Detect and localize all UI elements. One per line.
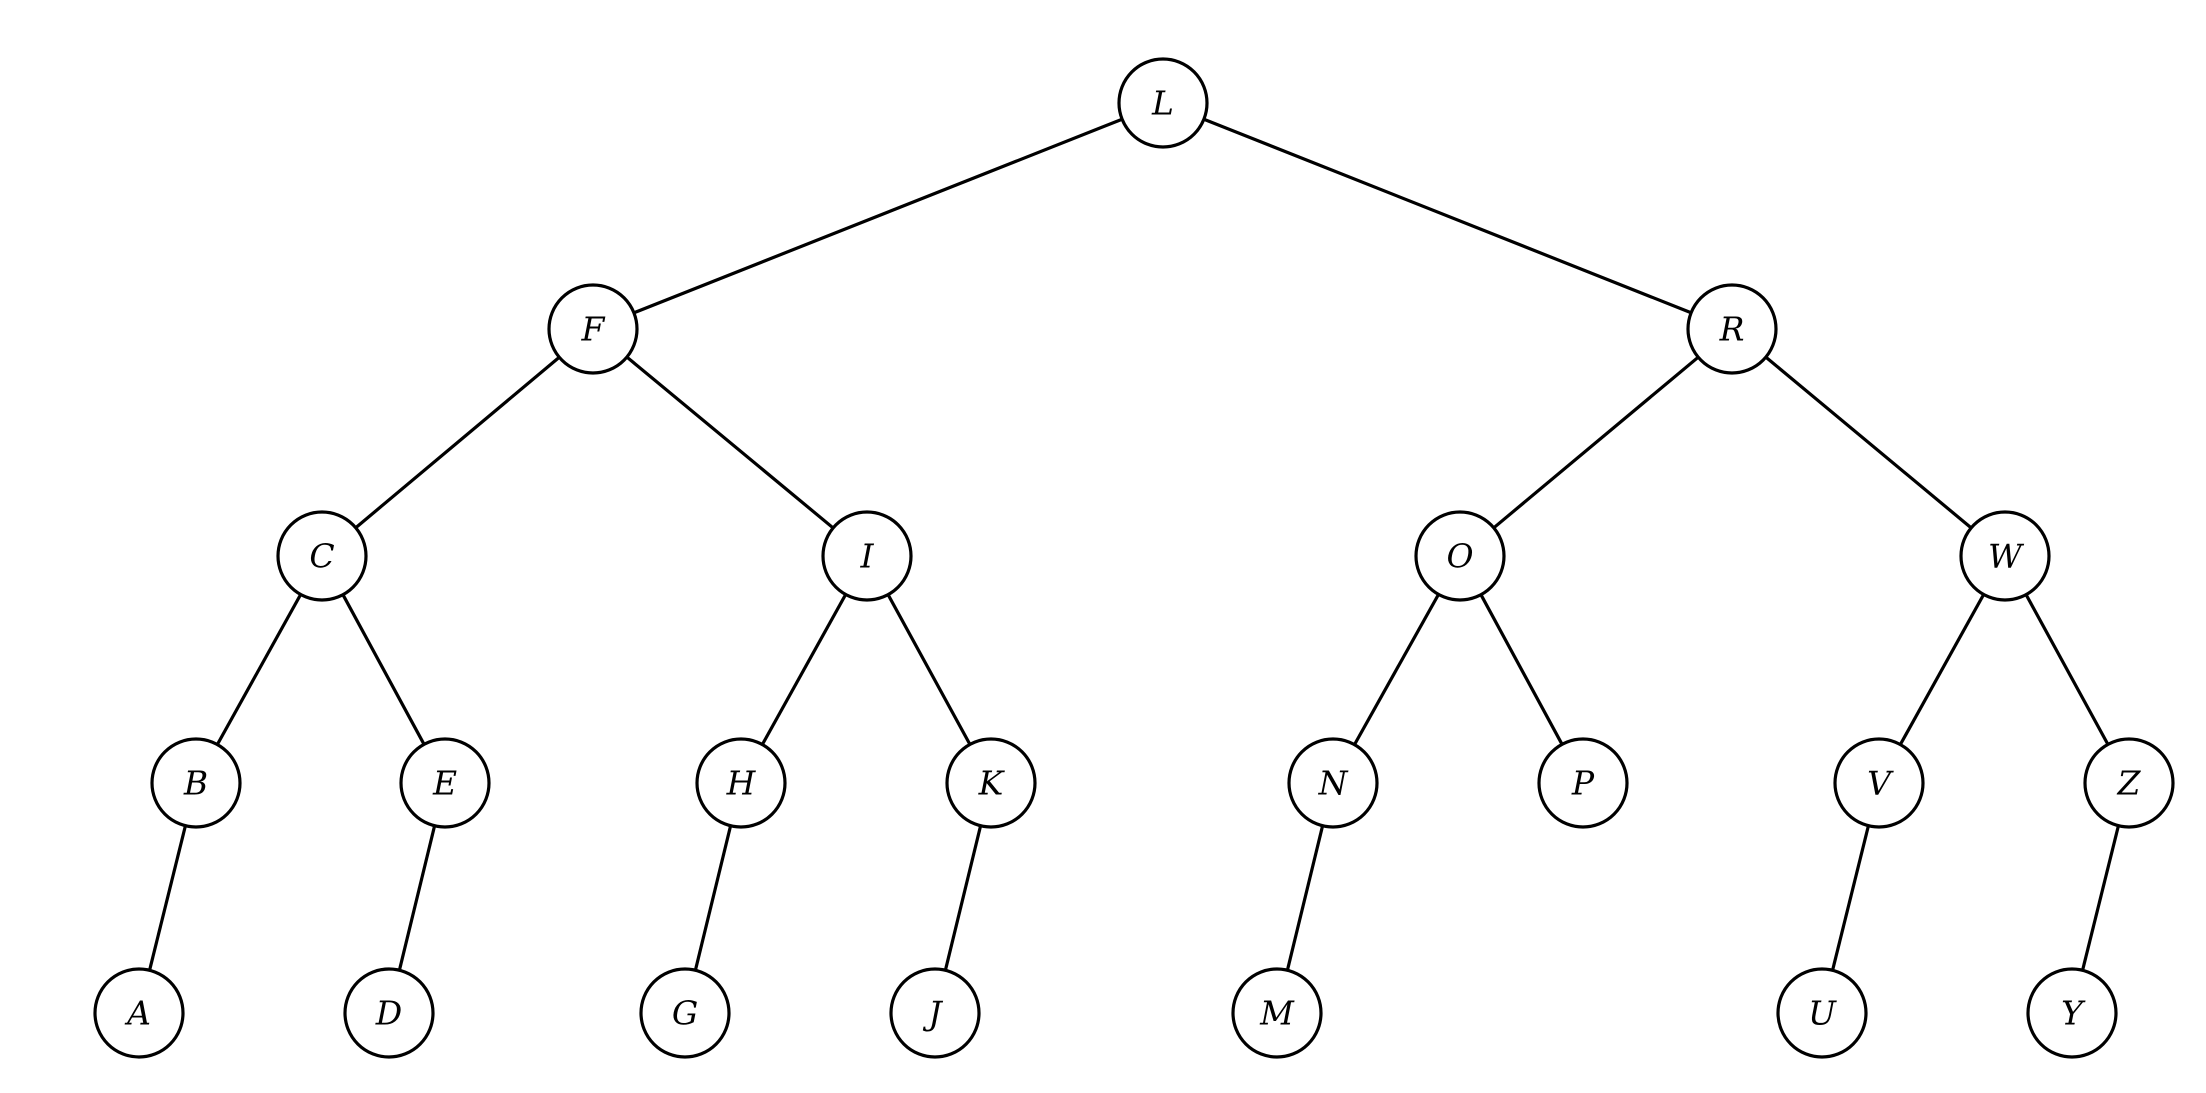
edge-o-n	[1353, 593, 1440, 746]
node-label: U	[1808, 994, 1837, 1033]
edge-i-h	[760, 593, 848, 746]
node-circle	[276, 510, 368, 602]
node-label: K	[978, 764, 1006, 803]
tree-node-h: H	[695, 737, 787, 829]
edge-h-g	[693, 825, 733, 971]
node-label: Y	[2061, 994, 2086, 1033]
node-label: P	[1571, 764, 1595, 803]
edge-w-v	[1898, 593, 1986, 746]
node-circle	[343, 967, 435, 1059]
tree-node-v: V	[1833, 737, 1925, 829]
edge-o-p	[1479, 593, 1564, 746]
node-circle	[2026, 967, 2118, 1059]
node-circle	[399, 737, 491, 829]
edge-v-u	[1831, 825, 1870, 971]
edge-i-k	[886, 593, 972, 746]
edge-r-o	[1492, 355, 1700, 530]
edge-w-z	[2024, 593, 2110, 746]
node-label: I	[859, 537, 874, 576]
node-circle	[547, 283, 639, 375]
node-circle	[150, 737, 242, 829]
node-circle	[639, 967, 731, 1059]
node-label: V	[1867, 764, 1894, 803]
tree-node-d: D	[343, 967, 435, 1059]
node-label: J	[922, 994, 943, 1033]
node-circle	[1231, 967, 1323, 1059]
edge-f-c	[354, 356, 561, 529]
edge-z-y	[2081, 825, 2120, 971]
node-label: C	[309, 537, 334, 576]
edge-r-w	[1764, 355, 1973, 530]
tree-edges	[148, 117, 2120, 971]
edge-f-i	[625, 355, 835, 530]
tree-node-g: G	[639, 967, 731, 1059]
tree-node-e: E	[399, 737, 491, 829]
node-circle	[1686, 283, 1778, 375]
tree-node-y: Y	[2026, 967, 2118, 1059]
tree-node-p: P	[1537, 737, 1629, 829]
node-circle	[889, 967, 981, 1059]
node-label: W	[1988, 537, 2025, 576]
node-circle	[1414, 510, 1506, 602]
tree-node-r: R	[1686, 283, 1778, 375]
node-label: H	[726, 764, 757, 803]
node-label: R	[1719, 310, 1745, 349]
node-label: A	[124, 994, 151, 1033]
node-circle	[1117, 57, 1209, 149]
node-label: M	[1259, 994, 1295, 1033]
edge-e-d	[397, 825, 437, 971]
edge-l-f	[633, 117, 1123, 315]
node-circle	[93, 967, 185, 1059]
node-label: B	[183, 764, 208, 803]
tree-node-w: W	[1959, 510, 2051, 602]
tree-node-m: M	[1231, 967, 1323, 1059]
node-label: L	[1151, 84, 1174, 123]
tree-node-c: C	[276, 510, 368, 602]
node-label: N	[1318, 764, 1349, 803]
tree-nodes: L F R C I O W B E H K N P V Z A D G J M U Y	[93, 57, 2175, 1059]
tree-node-b: B	[150, 737, 242, 829]
tree-node-u: U	[1776, 967, 1868, 1059]
node-circle	[2083, 737, 2175, 829]
tree-node-o: O	[1414, 510, 1506, 602]
node-label: O	[1446, 537, 1473, 576]
tree-node-j: J	[889, 967, 981, 1059]
node-circle	[1287, 737, 1379, 829]
node-label: Z	[2117, 764, 2142, 803]
tree-node-n: N	[1287, 737, 1379, 829]
edge-l-r	[1203, 117, 1692, 315]
node-circle	[1776, 967, 1868, 1059]
node-label: G	[672, 994, 698, 1033]
node-circle	[821, 510, 913, 602]
edge-c-b	[215, 593, 303, 746]
tree-node-f: F	[547, 283, 639, 375]
node-circle	[695, 737, 787, 829]
tree-node-k: K	[945, 737, 1037, 829]
node-label: D	[375, 994, 402, 1033]
edge-c-e	[341, 593, 426, 746]
tree-node-l: L	[1117, 57, 1209, 149]
node-circle	[1833, 737, 1925, 829]
node-circle	[945, 737, 1037, 829]
edge-b-a	[148, 825, 187, 971]
edge-k-j	[943, 825, 983, 971]
edge-n-m	[1285, 825, 1325, 971]
tree-node-i: I	[821, 510, 913, 602]
node-circle	[1959, 510, 2051, 602]
node-label: E	[432, 764, 457, 803]
tree-node-z: Z	[2083, 737, 2175, 829]
node-label: F	[581, 310, 606, 349]
node-circle	[1537, 737, 1629, 829]
tree-node-a: A	[93, 967, 185, 1059]
